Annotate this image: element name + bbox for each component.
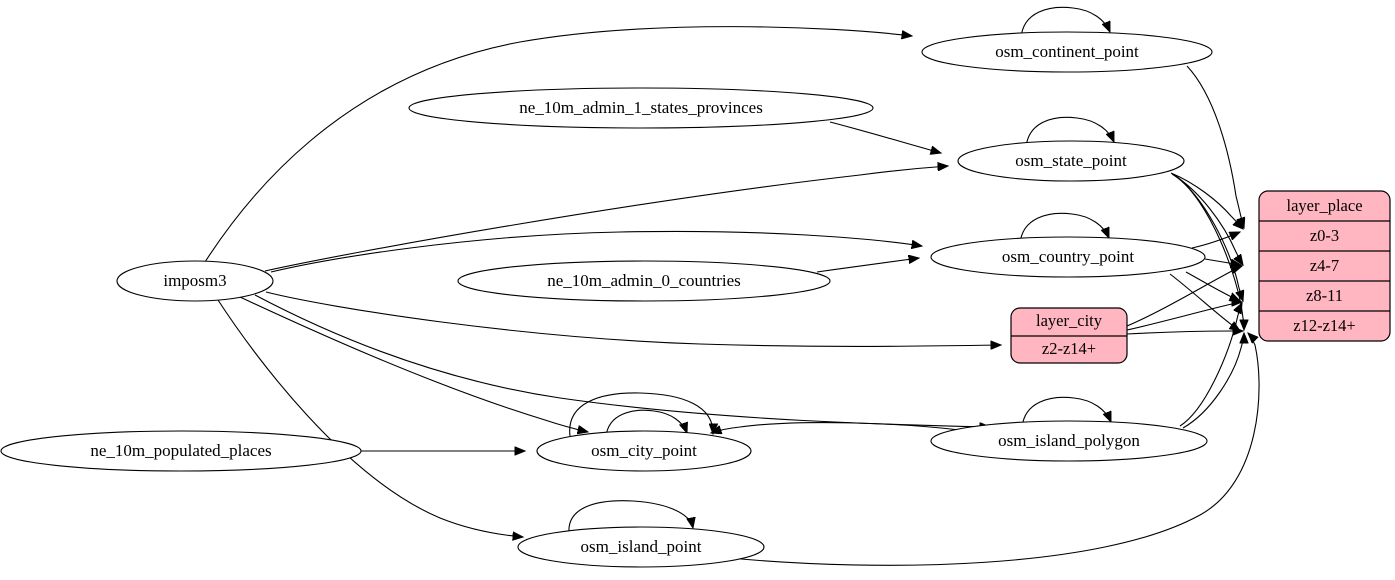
- edge-osm_state_point-z8_11: [1173, 174, 1243, 301]
- record-title-layer-place: layer_place: [1286, 196, 1362, 215]
- record-layer-city[interactable]: layer_city z2-z14+: [1010, 307, 1128, 364]
- record-layer-place-body: [1258, 190, 1391, 342]
- selfloop-osm_continent_point: [1020, 6, 1111, 39]
- node-osm-island-polygon[interactable]: osm_island_polygon: [930, 420, 1208, 462]
- record-row-z8-11[interactable]: z8-11: [1306, 286, 1343, 305]
- edge-ne_countries-osm_country_point: [816, 258, 919, 273]
- edge-imposm3-osm_city_point: [239, 296, 588, 432]
- node-label-imposm3: imposm3: [163, 271, 226, 290]
- edge-osm_country_point-z8_11: [1185, 271, 1240, 301]
- edge-imposm3-osm_country_point: [270, 230, 922, 273]
- node-label-ne-10m-admin-1-states-provinces: ne_10m_admin_1_states_provinces: [519, 98, 763, 117]
- edge-ne_states-osm_state_point: [829, 121, 941, 153]
- node-imposm3[interactable]: imposm3: [116, 260, 274, 302]
- node-label-osm-continent-point: osm_continent_point: [995, 42, 1139, 61]
- selfloop-osm_city_point-inner: [605, 409, 687, 438]
- node-label-osm-city-point: osm_city_point: [591, 441, 697, 460]
- record-layer-place[interactable]: layer_place z0-3 z4-7 z8-11 z12-z14+: [1258, 190, 1391, 342]
- node-label-osm-island-polygon: osm_island_polygon: [998, 431, 1140, 450]
- node-label-ne-10m-populated-places: ne_10m_populated_places: [90, 441, 271, 460]
- selfloop-osm_city_point-outer: [569, 392, 713, 437]
- edge-layer: [204, 6, 1260, 566]
- edge-osm_country_point-z4_7: [1204, 258, 1241, 265]
- node-osm-island-point[interactable]: osm_island_point: [517, 526, 765, 568]
- node-osm-city-point[interactable]: osm_city_point: [536, 430, 752, 472]
- edge-osm_continent_point-z0_3: [1186, 65, 1244, 228]
- edge-layer_city-z8_11: [1126, 302, 1242, 331]
- selfloop-osm_state_point: [1025, 116, 1115, 149]
- node-label-ne-10m-admin-0-countries: ne_10m_admin_0_countries: [547, 271, 741, 290]
- node-osm-country-point[interactable]: osm_country_point: [930, 236, 1206, 278]
- node-osm-state-point[interactable]: osm_state_point: [957, 140, 1185, 182]
- selfloop-osm_country_point: [1019, 212, 1110, 245]
- edge-imposm3-osm_continent_point: [204, 26, 912, 263]
- edge-osm_country_point-z0_3: [1191, 232, 1240, 249]
- record-row-z4-7[interactable]: z4-7: [1310, 256, 1339, 275]
- node-label-osm-island-point: osm_island_point: [581, 537, 702, 556]
- edge-osm_island_polygon-z12_14: [1182, 333, 1244, 429]
- node-label-osm-state-point: osm_state_point: [1015, 151, 1127, 170]
- record-layer: layer_place z0-3 z4-7 z8-11 z12-z14+ lay…: [1010, 190, 1391, 364]
- record-row-z0-3[interactable]: z0-3: [1310, 226, 1339, 245]
- selfloop-osm_island_polygon: [1021, 396, 1112, 429]
- edge-osm_island_point-z12_14: [729, 333, 1260, 566]
- edge-osm_state_point-z0_3: [1170, 172, 1243, 229]
- edge-imposm3-osm_island_point: [217, 299, 523, 537]
- edge-layer_city-z12_14: [1126, 331, 1243, 334]
- edge-osm_island_polygon-osm_city_point: [711, 422, 961, 433]
- node-ne-10m-admin-1-states-provinces[interactable]: ne_10m_admin_1_states_provinces: [408, 87, 874, 129]
- node-osm-continent-point[interactable]: osm_continent_point: [921, 31, 1213, 73]
- edge-layer_city-z4_7: [1126, 266, 1242, 327]
- edge-osm_island_polygon-z8_11: [1179, 303, 1242, 427]
- edge-imposm3-layer_city: [265, 291, 1001, 346]
- selfloop-osm_island_point: [568, 500, 693, 534]
- node-ne-10m-populated-places[interactable]: ne_10m_populated_places: [0, 430, 362, 472]
- record-title-layer-city: layer_city: [1036, 311, 1103, 330]
- record-row-z2-z14plus[interactable]: z2-z14+: [1042, 339, 1096, 358]
- node-label-osm-country-point: osm_country_point: [1002, 247, 1134, 266]
- edge-imposm3-osm_state_point: [264, 166, 948, 272]
- edge-imposm3-osm_island_polygon: [254, 294, 990, 427]
- record-row-z12-z14plus[interactable]: z12-z14+: [1293, 316, 1355, 335]
- node-layer: imposm3 ne_10m_admin_1_states_provinces …: [0, 31, 1213, 568]
- node-ne-10m-admin-0-countries[interactable]: ne_10m_admin_0_countries: [457, 260, 831, 302]
